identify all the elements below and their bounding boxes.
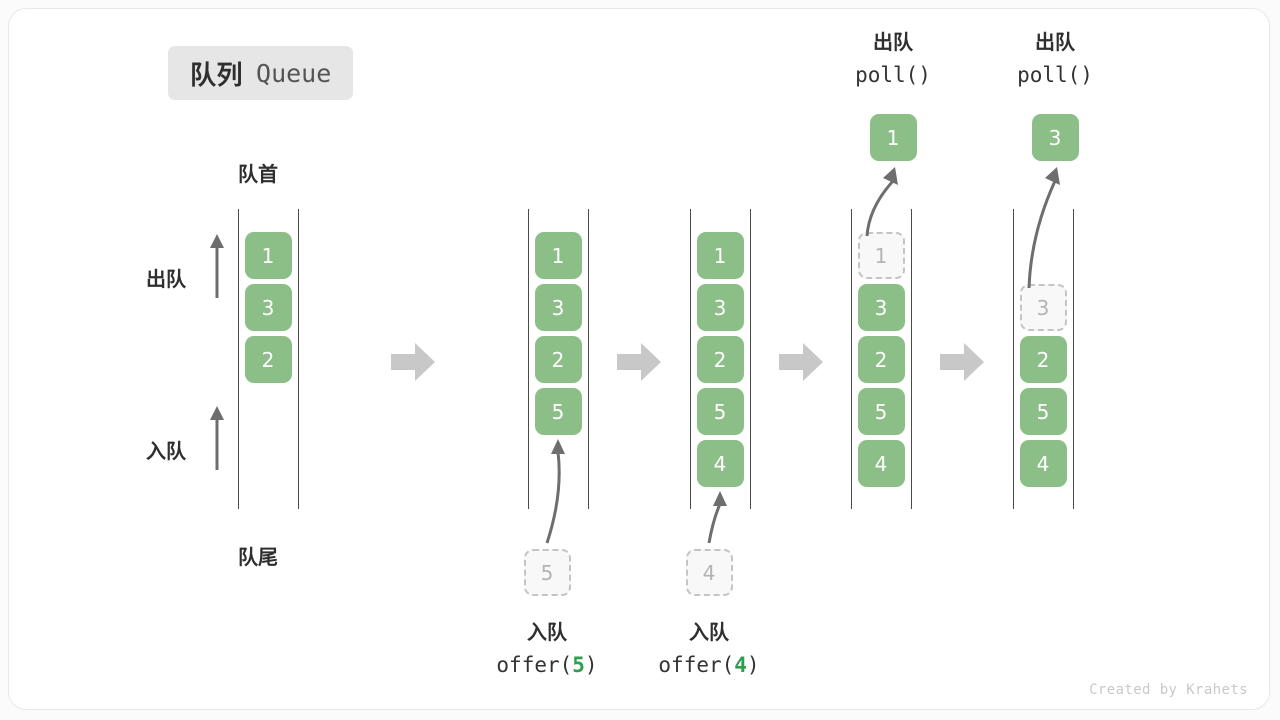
operation-argument: 5 xyxy=(572,653,585,677)
queue-rail-left xyxy=(238,209,239,509)
stage-transition-arrow-icon xyxy=(940,343,984,381)
operation-name-cn: 出队 xyxy=(873,32,913,54)
operation-argument: 4 xyxy=(734,653,747,677)
enqueue-operation-label: 入队 offer(5) xyxy=(457,618,637,682)
queue-cell: 2 xyxy=(1019,336,1067,383)
credit-text: Created by Krahets xyxy=(1089,682,1248,698)
queue-cell: 5 xyxy=(857,388,905,435)
operation-name-cn: 入队 xyxy=(527,622,567,644)
queue-cell: 5 xyxy=(1019,388,1067,435)
queue-cell: 3 xyxy=(244,284,292,331)
label-dequeue-direction: 出队 xyxy=(146,269,186,291)
queue-cell: 3 xyxy=(857,284,905,331)
operation-name-cn: 出队 xyxy=(1035,32,1075,54)
incoming-element-ghost: 5 xyxy=(523,549,571,596)
operation-name-cn: 入队 xyxy=(689,622,729,644)
title-badge: 队列 Queue xyxy=(168,46,354,100)
dequeued-element: 3 xyxy=(1031,114,1079,161)
operation-signature: offer(4) xyxy=(658,653,760,677)
queue-rail-right xyxy=(298,209,299,509)
label-enqueue-direction: 入队 xyxy=(146,441,186,463)
enqueue-direction-arrow-icon xyxy=(210,406,224,470)
dequeue-operation-label: 出队 poll() xyxy=(965,28,1145,92)
operation-signature: poll() xyxy=(855,63,931,87)
queue-cell: 4 xyxy=(857,440,905,487)
operation-signature: poll() xyxy=(1017,63,1093,87)
incoming-element-ghost: 4 xyxy=(685,549,733,596)
queue-rail-left xyxy=(690,209,691,509)
queue-rail-right xyxy=(911,209,912,509)
stage-transition-arrow-icon xyxy=(617,343,661,381)
queue-cell: 2 xyxy=(857,336,905,383)
queue-rail-left xyxy=(851,209,852,509)
queue-rail-left xyxy=(1013,209,1014,509)
queue-cell-ghost: 3 xyxy=(1019,284,1067,331)
queue-cell: 1 xyxy=(696,232,744,279)
dequeue-direction-arrow-icon xyxy=(210,234,224,298)
queue-rail-right xyxy=(588,209,589,509)
label-front: 队首 xyxy=(238,164,278,186)
queue-rail-right xyxy=(750,209,751,509)
queue-cell: 1 xyxy=(534,232,582,279)
queue-cell: 2 xyxy=(696,336,744,383)
title-english: Queue xyxy=(256,58,332,88)
label-rear: 队尾 xyxy=(238,547,278,569)
queue-rail-right xyxy=(1073,209,1074,509)
queue-cell: 2 xyxy=(244,336,292,383)
dequeued-element: 1 xyxy=(869,114,917,161)
stage-transition-arrow-icon xyxy=(778,343,823,381)
enqueue-operation-label: 入队 offer(4) xyxy=(619,618,799,682)
operation-signature: offer(5) xyxy=(496,653,598,677)
queue-cell: 5 xyxy=(696,388,744,435)
queue-cell: 4 xyxy=(1019,440,1067,487)
queue-cell-ghost: 1 xyxy=(857,232,905,279)
dequeue-operation-label: 出队 poll() xyxy=(803,28,983,92)
stage-transition-arrow-icon xyxy=(391,343,435,381)
queue-cell: 1 xyxy=(244,232,292,279)
queue-cell: 2 xyxy=(534,336,582,383)
queue-cell: 3 xyxy=(696,284,744,331)
queue-cell: 5 xyxy=(534,388,582,435)
queue-cell: 4 xyxy=(696,440,744,487)
title-chinese: 队列 xyxy=(190,59,244,90)
queue-rail-left xyxy=(528,209,529,509)
queue-cell: 3 xyxy=(534,284,582,331)
